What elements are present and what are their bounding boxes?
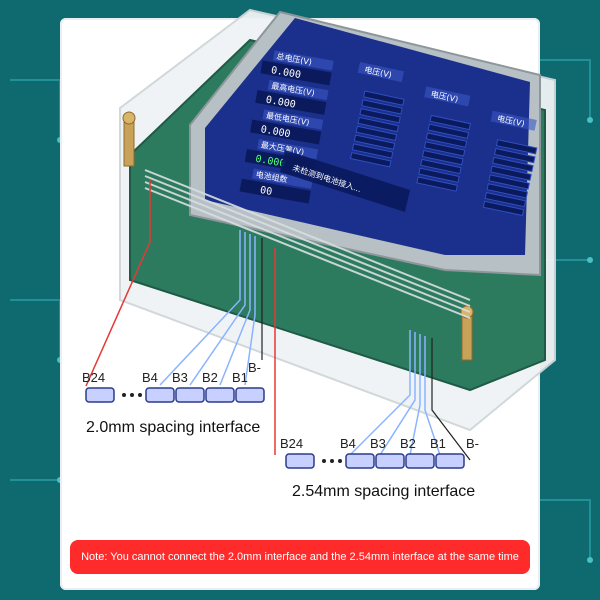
cells-2-0mm: B24 B4 B3 B2 B1 B- 2.0mm spacing interfa… [82, 360, 265, 436]
cell-b4-254 [345, 453, 375, 469]
wire-b4-254 [349, 330, 411, 456]
ellipsis-dot-3-254 [338, 459, 342, 463]
pin-b2-254: B2 [400, 436, 416, 451]
pin-b3-20: B3 [172, 370, 188, 385]
ellipsis-dot-3-20 [138, 393, 142, 397]
ellipsis-dot-2-254 [330, 459, 334, 463]
wire-bminus-254 [431, 338, 471, 461]
pin-b1-254: B1 [430, 436, 446, 451]
ellipsis-dot-2-20 [130, 393, 134, 397]
cell-b24-20 [85, 387, 115, 403]
wires-2-54mm [274, 248, 471, 461]
lcd-status-bar [280, 150, 410, 212]
header-pins [144, 169, 471, 319]
pin-bminus-254: B- [466, 436, 479, 451]
cell-b2-20 [205, 387, 235, 403]
wire-b1-20 [244, 236, 256, 386]
wire-red-b24-20 [85, 180, 151, 387]
pin-bminus-20: B- [248, 360, 261, 375]
lcd-right-bars [349, 90, 538, 217]
cell-b24-254 [285, 453, 315, 469]
wire-b4-20 [159, 230, 241, 386]
warning-note: Note: You cannot connect the 2.0mm inter… [70, 540, 530, 574]
wire-b2-254 [409, 334, 421, 456]
ellipsis-dot-1-254 [322, 459, 326, 463]
cell-b3-20 [175, 387, 205, 403]
cell-b1-20 [235, 387, 265, 403]
interface-20-label: 2.0mm spacing interface [86, 419, 260, 436]
cells-2-54mm: B24 B4 B3 B2 B1 B- 2.54mm spacing interf… [280, 436, 479, 500]
lcd-value-max-voltage: 0.000 [265, 95, 297, 111]
pin-b4-254: B4 [340, 436, 356, 451]
wires-2-0mm [85, 180, 263, 387]
wire-b1-254 [424, 336, 441, 456]
interface-254-label: 2.54mm spacing interface [292, 483, 475, 500]
lcd-value-max-diff: 0.000 [254, 154, 286, 170]
pin-b3-254: B3 [370, 436, 386, 451]
lcd-item-battery-groups: 电池组数 00 [239, 168, 313, 204]
ellipsis-dot-1-20 [122, 393, 126, 397]
pin-b24-254: B24 [280, 436, 303, 451]
pin-b4-20: B4 [142, 370, 158, 385]
wire-b2-20 [219, 234, 251, 386]
wire-b3-20 [189, 232, 246, 386]
pin-b24-20: B24 [82, 370, 105, 385]
cell-b1-254 [435, 453, 465, 469]
lcd-value-min-voltage: 0.000 [260, 124, 292, 140]
lcd-value-battery-groups: 00 [259, 185, 273, 198]
cell-b3-254 [375, 453, 405, 469]
cell-b4-20 [145, 387, 175, 403]
wire-b3-254 [379, 332, 416, 456]
pin-b1-20: B1 [232, 370, 248, 385]
pin-b2-20: B2 [202, 370, 218, 385]
cell-b2-254 [405, 453, 435, 469]
lcd-value-total-voltage: 0.000 [270, 65, 302, 81]
